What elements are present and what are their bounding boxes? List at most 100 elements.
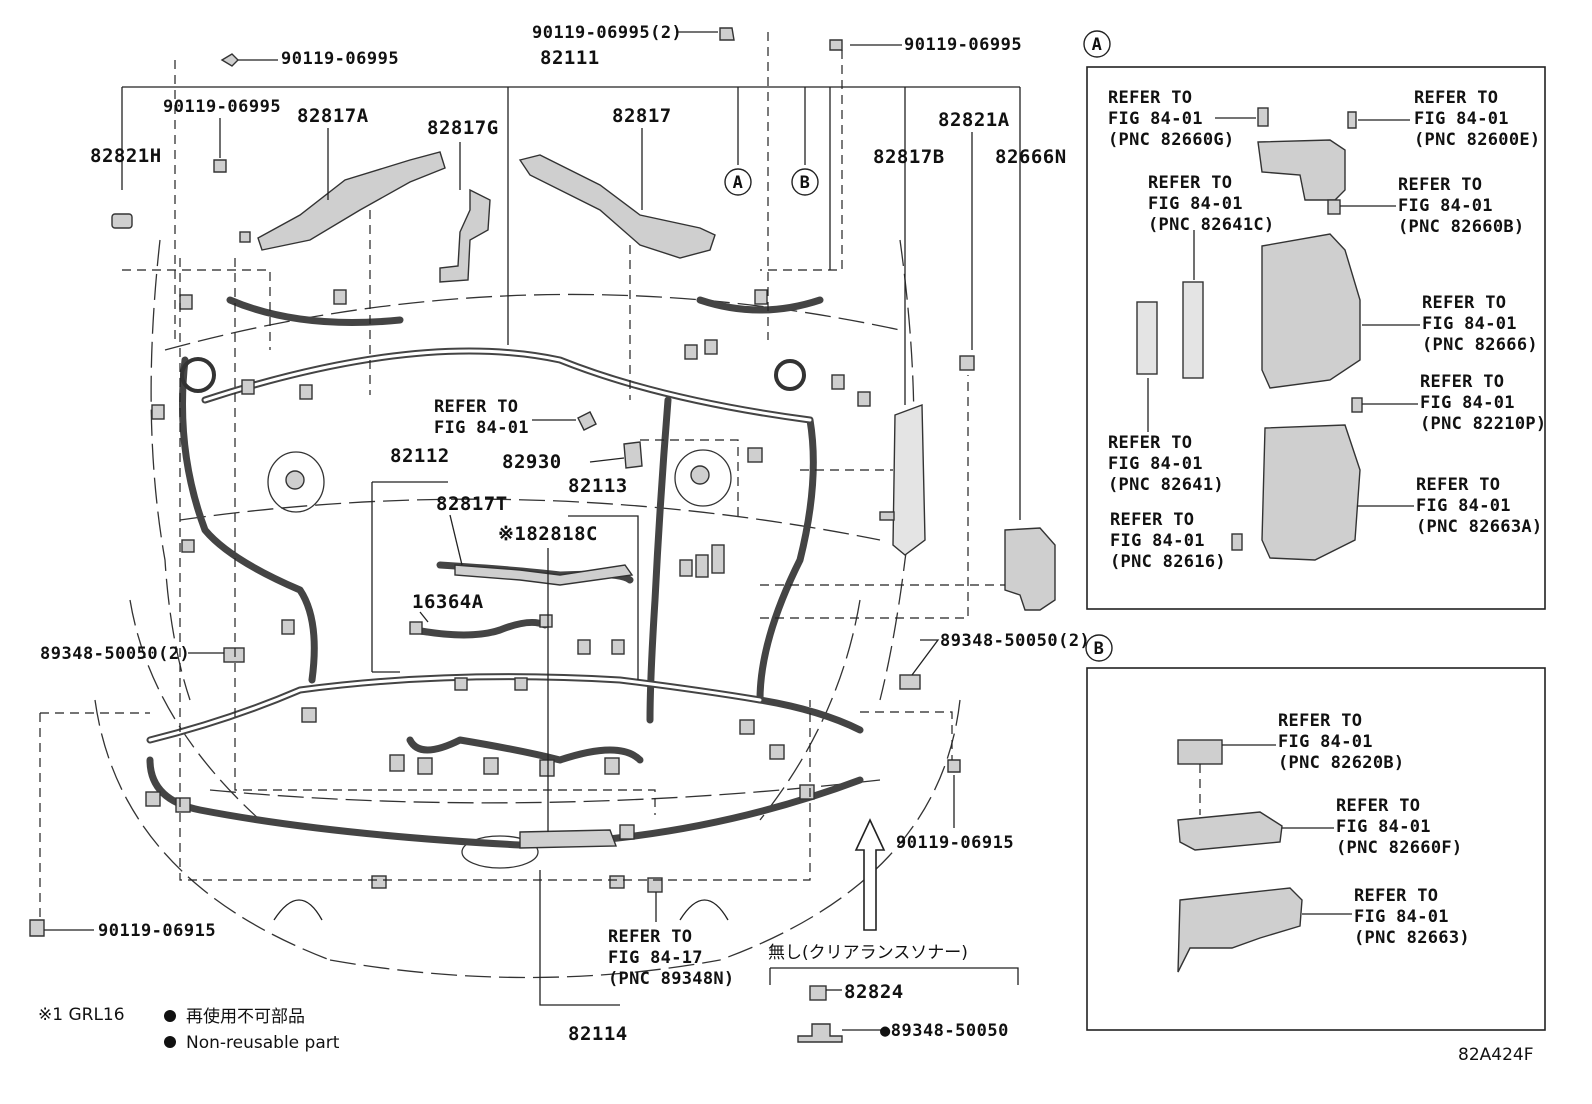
svg-text:FIG 84-01: FIG 84-01 (1108, 109, 1203, 129)
svg-text:FIG 84-01: FIG 84-01 (1278, 732, 1373, 752)
svg-text:REFER TO: REFER TO (1336, 796, 1420, 816)
sensor-82824 (797, 985, 843, 1043)
svg-text:FIG 84-01: FIG 84-01 (1422, 314, 1517, 334)
panel-a-refs: REFER TO FIG 84-01 (PNC 82660G) REFER TO… (1108, 88, 1546, 572)
svg-text:(PNC 82210P): (PNC 82210P) (1420, 414, 1546, 434)
svg-text:FIG 84-01: FIG 84-01 (1414, 109, 1509, 129)
svg-text:REFER TO: REFER TO (1354, 886, 1438, 906)
label-82666N: 82666N (995, 146, 1067, 168)
svg-text:(PNC 82663A): (PNC 82663A) (1416, 517, 1542, 537)
label-bolt-bottom-right: 90119-06915 (896, 833, 1014, 853)
svg-text:(PNC 82600E): (PNC 82600E) (1414, 130, 1540, 150)
bolt-icons (29, 27, 961, 937)
harness-16364A (409, 614, 553, 635)
protector-82817 (518, 154, 716, 259)
engine-wire-harness (146, 296, 864, 849)
svg-text:(PNC 82663): (PNC 82663) (1354, 928, 1470, 948)
svg-text:B: B (1094, 639, 1105, 659)
svg-text:REFER TO: REFER TO (1398, 175, 1482, 195)
svg-text:B: B (800, 173, 811, 193)
label-82817B: 82817B (873, 146, 945, 168)
protector-82817T (454, 564, 634, 586)
label-82824: 82824 (844, 981, 904, 1003)
refer-center: REFER TO FIG 84-01 (434, 397, 529, 438)
svg-text:REFER TO: REFER TO (608, 927, 692, 947)
legend-en: Non-reusable part (186, 1033, 340, 1053)
svg-text:FIG 84-01: FIG 84-01 (1148, 194, 1243, 214)
bullet-icon (164, 1036, 176, 1048)
bullet-icon (164, 1010, 176, 1022)
svg-text:(PNC 82666): (PNC 82666) (1422, 335, 1538, 355)
label-bolt-left: 90119-06995 (163, 97, 281, 117)
clip-82821H (111, 213, 133, 229)
svg-text:REFER TO: REFER TO (1278, 711, 1362, 731)
svg-text:FIG 84-01: FIG 84-01 (1354, 907, 1449, 927)
relay-block-82666N (1004, 527, 1056, 611)
svg-text:A: A (733, 173, 744, 193)
svg-text:FIG 84-01: FIG 84-01 (1416, 496, 1511, 516)
svg-text:FIG 84-01: FIG 84-01 (1110, 531, 1205, 551)
protector-82817A (239, 151, 446, 251)
label-82821H: 82821H (90, 145, 162, 167)
svg-text:FIG 84-01: FIG 84-01 (1398, 196, 1493, 216)
label-clip-right: 89348-50050(2) (940, 631, 1090, 651)
figure-code: 82A424F (1458, 1045, 1534, 1065)
label-82817T: 82817T (436, 493, 508, 515)
svg-text:(PNC 82660B): (PNC 82660B) (1398, 217, 1524, 237)
panel-b: B (1085, 634, 1546, 1031)
svg-text:REFER TO: REFER TO (1108, 433, 1192, 453)
label-82821A: 82821A (938, 109, 1010, 131)
front-arrow (854, 818, 886, 931)
clips-89348 (223, 647, 921, 893)
footnote-grl16: ※1 GRL16 (38, 1005, 125, 1025)
bracket-82818C (519, 829, 618, 849)
svg-text:FIG 84-01: FIG 84-01 (1336, 817, 1431, 837)
label-bolt-top-right: 90119-06995 (904, 35, 1022, 55)
harness-connectors (145, 289, 871, 840)
svg-text:FIG 84-01: FIG 84-01 (1108, 454, 1203, 474)
panel-b-refs: REFER TO FIG 84-01 (PNC 82620B) REFER TO… (1278, 711, 1470, 948)
panel-a: A (1083, 30, 1546, 610)
label-82114: 82114 (568, 1023, 628, 1045)
svg-text:REFER TO: REFER TO (1414, 88, 1498, 108)
label-16364A: 16364A (412, 591, 484, 613)
label-82113: 82113 (568, 475, 628, 497)
dashed-guides (39, 32, 1005, 918)
clearance-sonar-note: 無し(クリアランスソナー) (768, 943, 968, 963)
clip-82821A (959, 355, 975, 371)
vehicle-outline (94, 239, 961, 979)
label-82930: 82930 (502, 451, 562, 473)
refer-bottom: REFER TO FIG 84-17 (PNC 89348N) (608, 927, 734, 989)
label-82817: 82817 (612, 105, 672, 127)
svg-text:FIG 84-01: FIG 84-01 (434, 418, 529, 438)
part-labels: 82111 82817A 82817G 82817 82821A 82821H … (40, 23, 1090, 1045)
svg-text:REFER TO: REFER TO (1108, 88, 1192, 108)
svg-text:REFER TO: REFER TO (434, 397, 518, 417)
label-bolt-top-center: 90119-06995(2) (532, 23, 682, 43)
svg-text:(PNC 89348N): (PNC 89348N) (608, 969, 734, 989)
callout-b: B (791, 168, 819, 196)
label-82111: 82111 (540, 47, 600, 69)
svg-text:(PNC 82616): (PNC 82616) (1110, 552, 1226, 572)
label-bolt-top-left: 90119-06995 (281, 49, 399, 69)
svg-text:REFER TO: REFER TO (1416, 475, 1500, 495)
svg-text:REFER TO: REFER TO (1420, 372, 1504, 392)
svg-text:REFER TO: REFER TO (1148, 173, 1232, 193)
label-82112: 82112 (390, 445, 450, 467)
svg-text:(PNC 82620B): (PNC 82620B) (1278, 753, 1404, 773)
svg-text:REFER TO: REFER TO (1110, 510, 1194, 530)
svg-text:(PNC 82641C): (PNC 82641C) (1148, 215, 1274, 235)
svg-text:(PNC 82660G): (PNC 82660G) (1108, 130, 1234, 150)
leader-lines (44, 31, 1021, 1031)
label-82817G: 82817G (427, 117, 499, 139)
callout-a: A (724, 168, 752, 196)
legend-jp: 再使用不可部品 (186, 1006, 305, 1027)
svg-text:FIG 84-17: FIG 84-17 (608, 948, 703, 968)
svg-text:A: A (1092, 35, 1103, 55)
label-82817A: 82817A (297, 105, 369, 127)
label-82818C: ※182818C (498, 523, 598, 545)
protector-82817G (439, 188, 491, 283)
svg-text:REFER TO: REFER TO (1422, 293, 1506, 313)
